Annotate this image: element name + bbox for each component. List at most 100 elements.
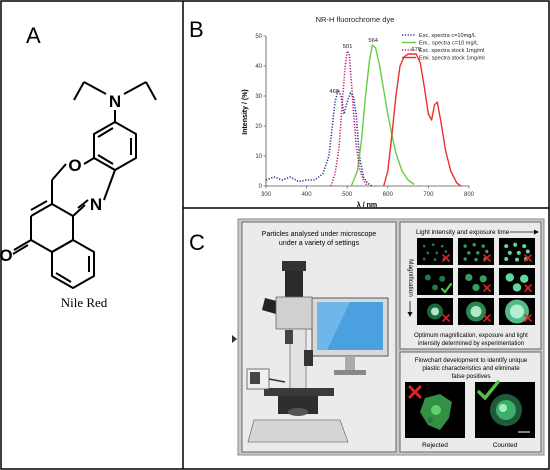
particle-dot <box>432 284 438 291</box>
particle-dot <box>472 283 480 292</box>
peak-label: 670 <box>411 47 421 53</box>
particle-core <box>431 307 439 316</box>
particle-dot <box>439 275 446 282</box>
y-axis-label: Intensity / (%) <box>242 89 249 135</box>
particle-dot <box>463 257 467 261</box>
particle-dot <box>485 249 489 254</box>
particle-dot <box>463 244 467 248</box>
cross-icon <box>442 254 450 262</box>
particle-dot <box>465 273 473 282</box>
cross-icon <box>524 254 532 262</box>
cross-stroke <box>524 254 532 262</box>
flow-title-line3: false positives <box>452 373 491 380</box>
grid-cell <box>499 268 535 295</box>
bond <box>72 204 86 217</box>
grid-cell <box>458 298 494 325</box>
bond <box>103 169 116 201</box>
series-group <box>265 44 462 187</box>
particle-dot <box>476 251 480 255</box>
cross-stroke <box>483 314 491 322</box>
legend-entry: Emi. spectra stock 1mg/ml <box>419 56 485 62</box>
cross-stroke <box>483 284 491 292</box>
x-tick-label: 700 <box>423 192 434 198</box>
series-line-3 <box>383 53 462 187</box>
double-bond <box>30 200 48 211</box>
grid-cell <box>499 298 535 325</box>
double-bond <box>55 272 72 283</box>
bond <box>13 239 32 251</box>
cross-icon <box>483 314 491 322</box>
particle-dot <box>431 243 435 247</box>
grid-side-label: Magnification <box>407 259 414 297</box>
grid-caption-line1: Optimum magnification, exposure and ligh… <box>414 333 528 339</box>
peak-label: 468 <box>329 89 339 95</box>
particle-dot <box>474 257 478 262</box>
particle-core <box>470 306 482 317</box>
flow-title-line1: Flowchart development to identify unique <box>415 357 528 364</box>
particle-dot <box>479 275 487 283</box>
bond <box>83 157 95 165</box>
check-icon <box>440 282 453 294</box>
particle-dot <box>444 250 448 253</box>
grid-cell <box>499 238 535 265</box>
counted-check-icon <box>477 380 500 401</box>
y-tick-label: 0 <box>259 184 263 190</box>
camera-body <box>285 271 303 297</box>
cross-stroke <box>483 254 491 262</box>
y-tick-label: 50 <box>255 34 262 40</box>
particle-dot <box>512 283 522 292</box>
atom-n-ring: N <box>90 195 102 214</box>
light-lens <box>250 372 260 384</box>
light-cable <box>268 378 286 383</box>
particle-dot <box>481 244 485 248</box>
panel-b-letter: B <box>189 17 204 42</box>
x-tick-label: 300 <box>261 192 272 198</box>
chart-title: NR-H fluorochrome dye <box>316 15 395 24</box>
cross-icon <box>483 254 491 262</box>
particle-dot <box>433 258 437 261</box>
legend-entry: Exc. spectra c=10mg/L <box>419 33 476 39</box>
particle-dot <box>435 251 439 255</box>
particle-dot <box>504 244 509 249</box>
particle-dot <box>440 244 444 248</box>
left-arrow-tick <box>232 335 237 343</box>
grid-cell-bg <box>417 268 453 295</box>
microscope-illustration <box>246 261 389 443</box>
grid-side-arrowhead <box>407 312 413 317</box>
left-title-line1: Particles analysed under microscope <box>262 231 376 238</box>
legend: Exc. spectra c=10mg/L Em.. spectra c=10 m… <box>402 33 485 62</box>
counted-label: Counted <box>493 442 518 449</box>
bond <box>145 81 157 101</box>
particle-dot <box>422 244 426 248</box>
legend-entry: Em.. spectra c=10 mg/L <box>419 41 478 47</box>
counted-particle <box>490 394 530 433</box>
particle-dot <box>505 273 514 282</box>
series-line-2 <box>330 50 369 187</box>
particle-dot <box>472 243 476 247</box>
particle-dot <box>467 251 471 255</box>
cross-stroke <box>442 254 450 262</box>
objective <box>285 330 293 344</box>
rejected-particle <box>420 394 452 430</box>
monitor-stand <box>345 356 355 370</box>
cross-stroke <box>524 284 532 292</box>
panel-a-letter: A <box>26 23 41 48</box>
particle-dot <box>515 257 519 262</box>
cross-icon <box>442 314 450 322</box>
bond <box>30 239 53 253</box>
bond <box>123 81 147 95</box>
peak-label: 564 <box>368 38 378 44</box>
bond <box>51 163 67 181</box>
particle-dot <box>513 242 518 247</box>
double-bond <box>12 244 29 255</box>
x-tick-label: 600 <box>383 192 394 198</box>
bond <box>73 81 85 101</box>
legend-entry: Exc. spectra stock 1mg/ml <box>419 48 484 54</box>
bond <box>51 203 74 217</box>
y-tick-label: 10 <box>255 154 262 160</box>
cross-icon <box>524 314 532 322</box>
y-tick-label: 40 <box>255 64 262 70</box>
condenser <box>288 408 308 416</box>
ring-benzo <box>51 239 95 289</box>
